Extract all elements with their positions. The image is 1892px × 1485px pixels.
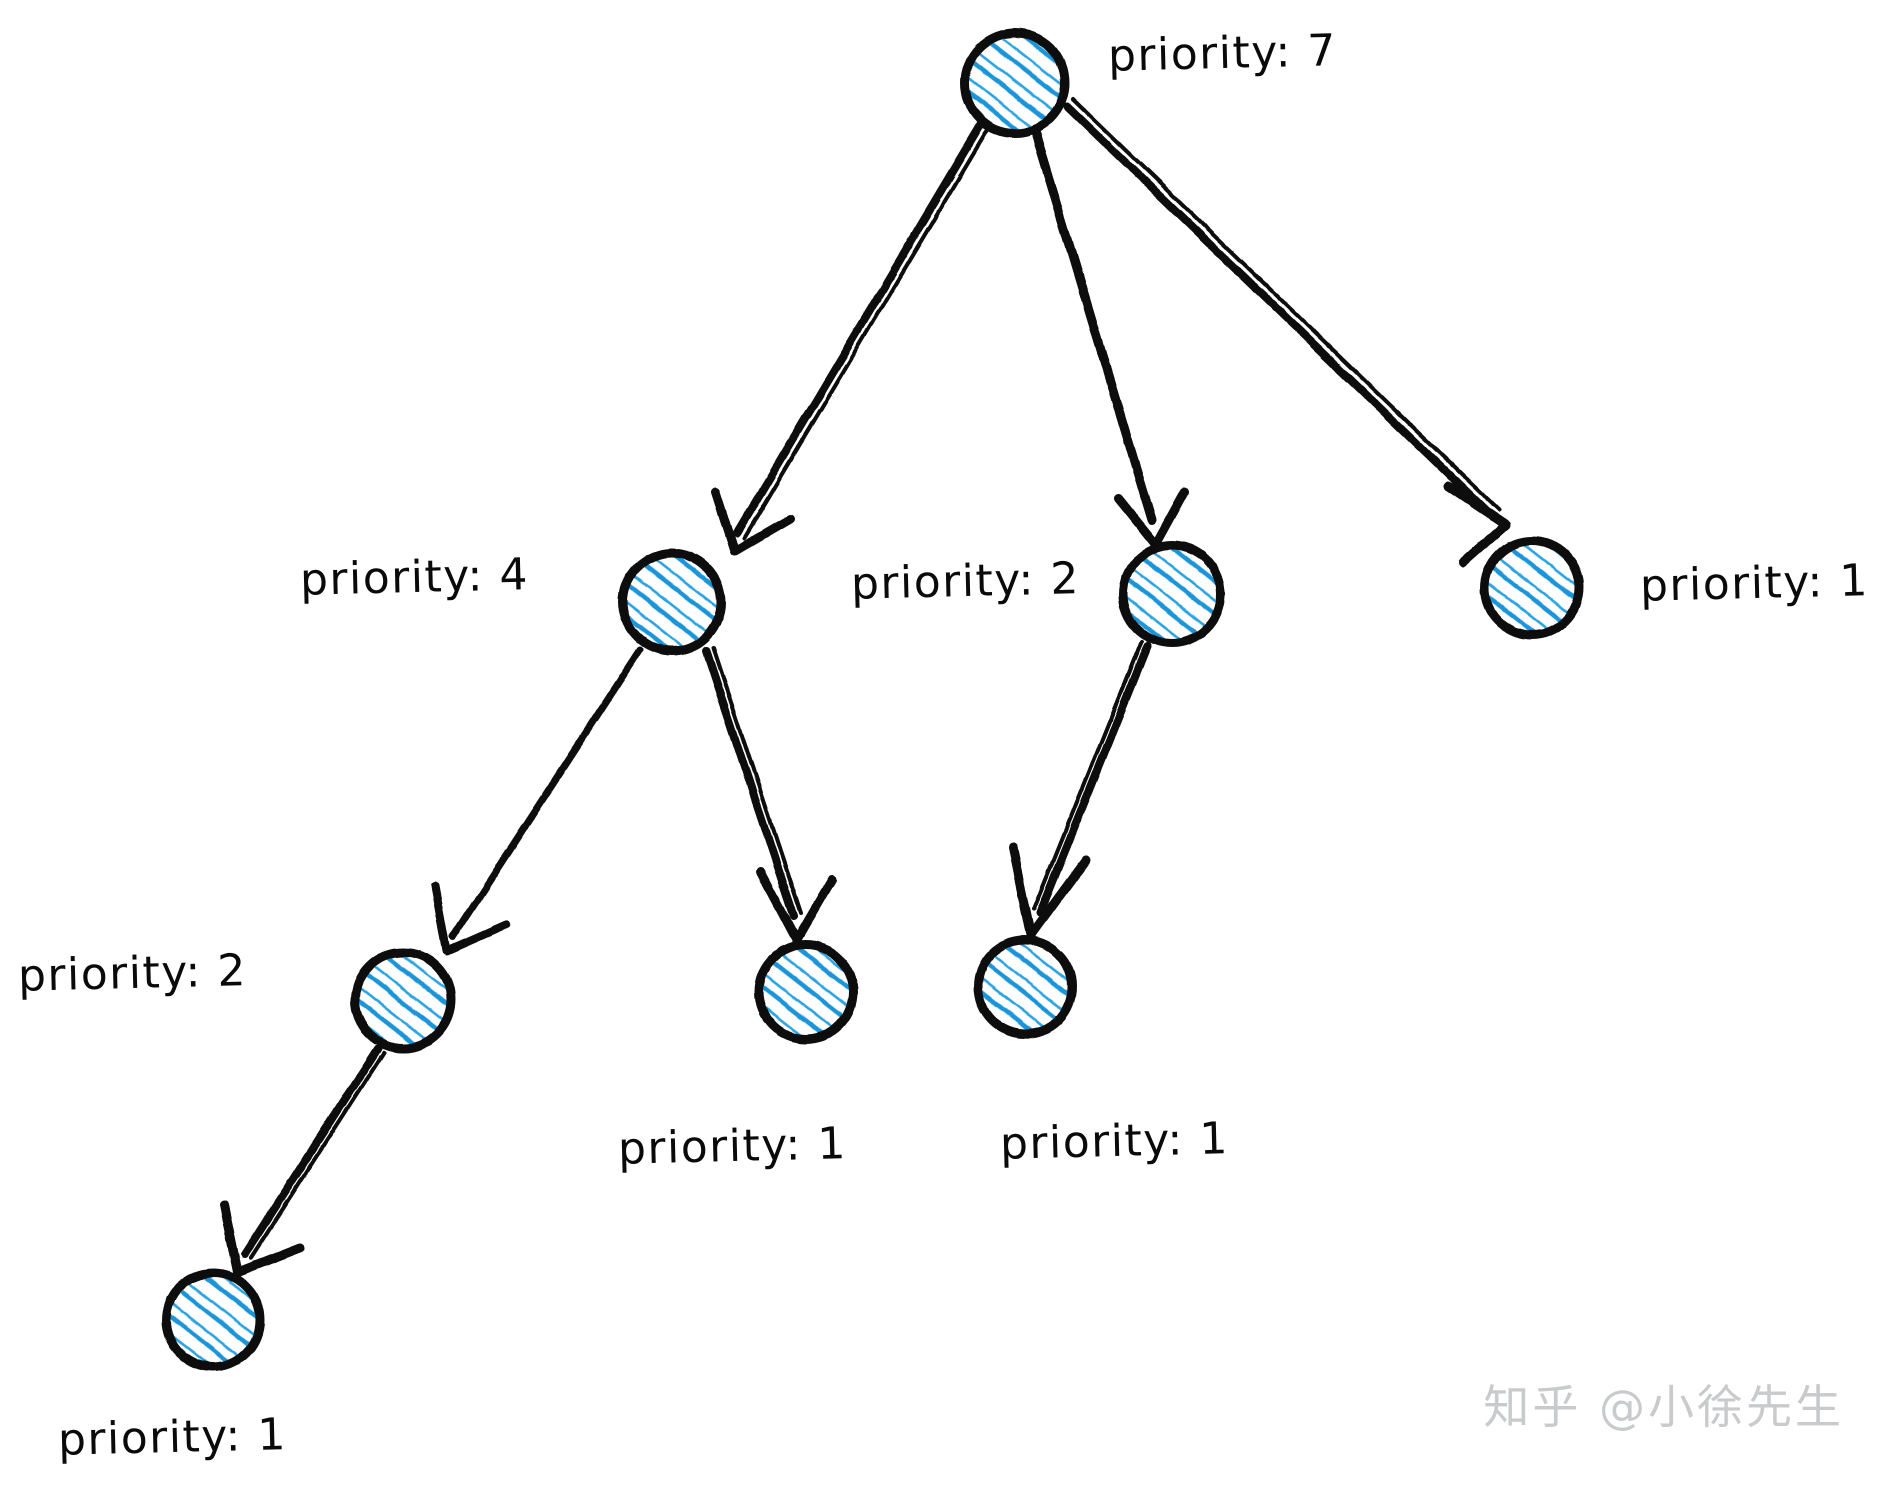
node-label-n2: priority: 2 (850, 553, 1081, 610)
tree-node-n7[interactable] (161, 1268, 265, 1372)
edge-n0-n3 (1063, 97, 1511, 568)
node-label-n4: priority: 2 (17, 945, 248, 1002)
tree-node-n0[interactable] (960, 28, 1070, 138)
tree-node-n1[interactable] (618, 548, 726, 656)
node-label-n3: priority: 1 (1639, 555, 1870, 612)
edge-n2-n6 (1008, 639, 1152, 940)
node-label-n7: priority: 1 (57, 1409, 288, 1466)
node-label-n0: priority: 7 (1107, 25, 1338, 82)
nodes-layer (161, 28, 1584, 1372)
edge-n4-n7 (219, 1044, 386, 1277)
node-label-n1: priority: 4 (299, 549, 530, 606)
tree-node-n5[interactable] (754, 940, 858, 1044)
tree-node-n4[interactable] (350, 947, 456, 1053)
tree-node-n2[interactable] (1118, 540, 1226, 648)
node-label-n5: priority: 1 (617, 1118, 848, 1175)
tree-node-n3[interactable] (1480, 536, 1584, 640)
watermark: 知乎 @小徐先生 (1483, 1380, 1844, 1434)
node-label-n6: priority: 1 (999, 1113, 1230, 1170)
edge-n1-n5 (702, 646, 837, 945)
edge-n0-n1 (711, 118, 991, 556)
tree-node-n6[interactable] (973, 935, 1077, 1039)
edge-n1-n4 (431, 646, 644, 955)
edges-layer (219, 97, 1511, 1277)
